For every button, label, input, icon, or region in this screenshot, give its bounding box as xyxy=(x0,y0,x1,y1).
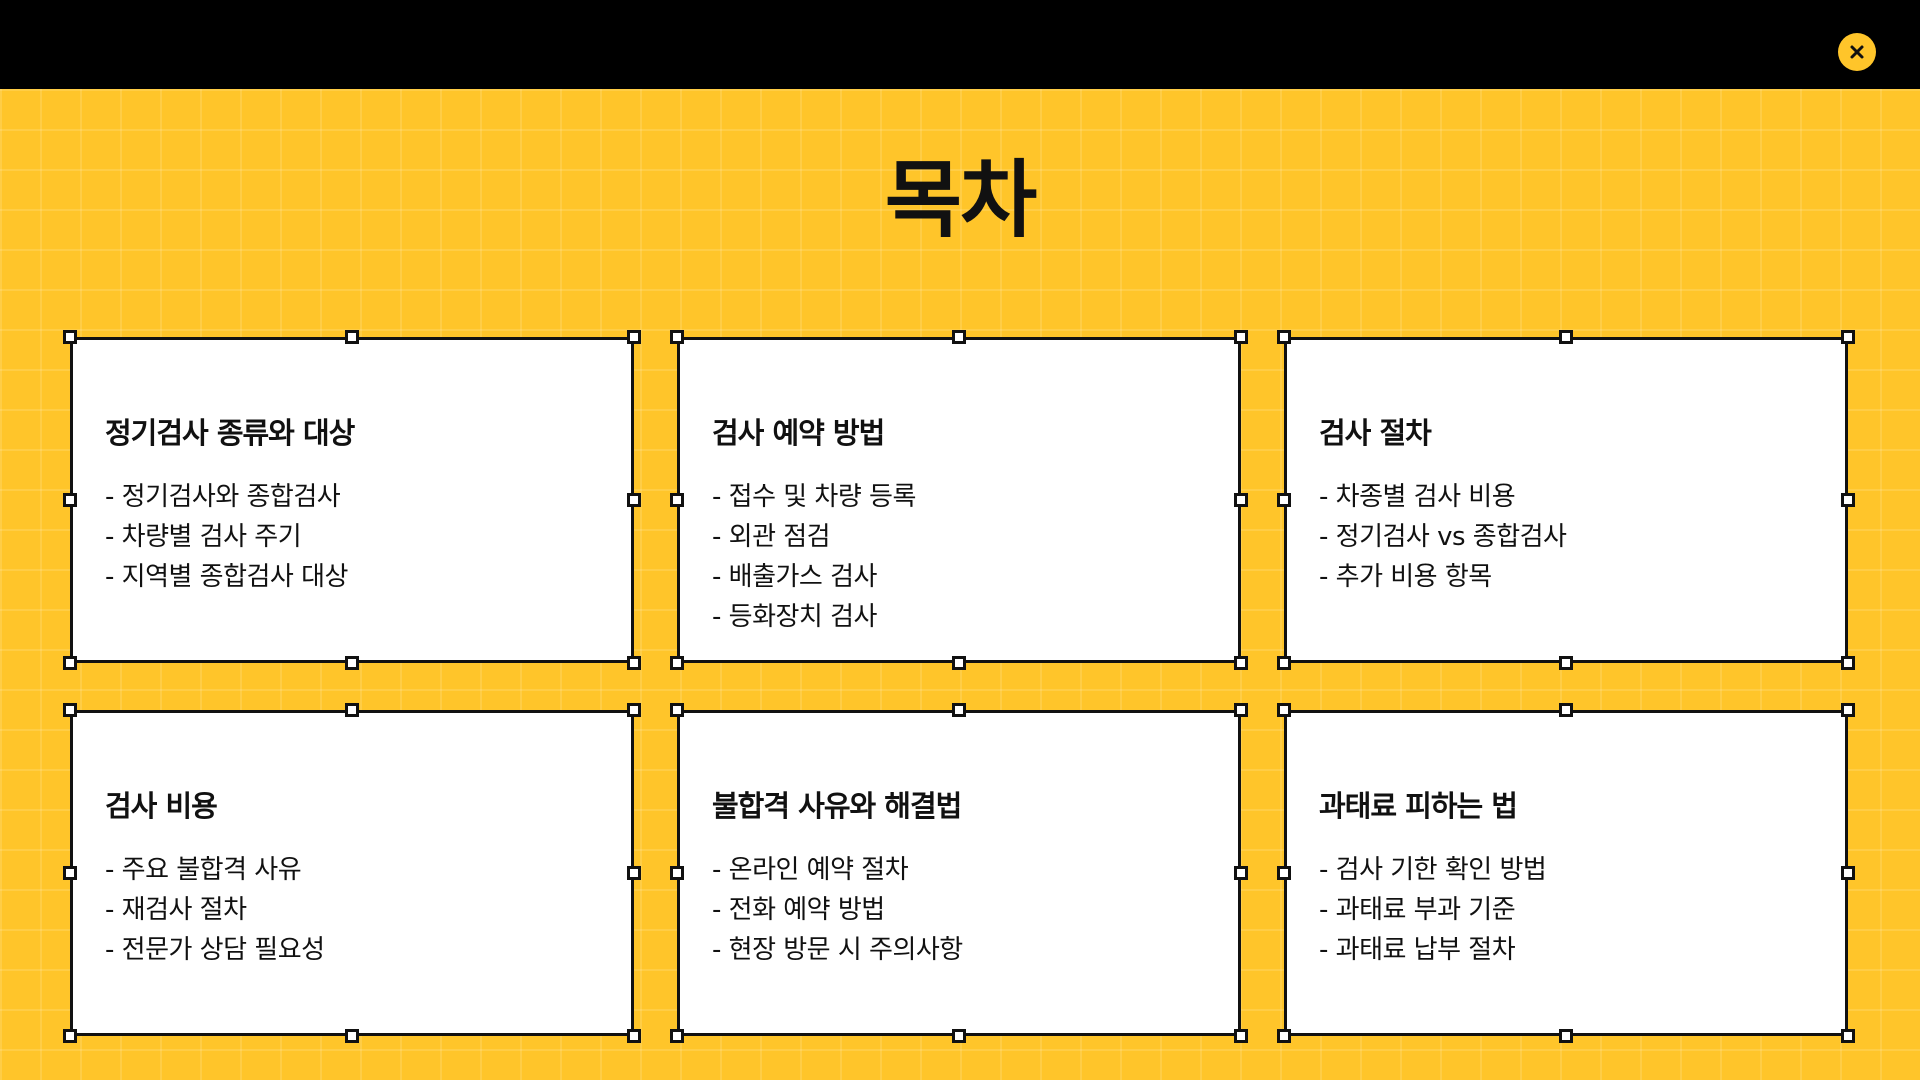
resize-handle-bottom-right[interactable] xyxy=(1234,656,1248,670)
resize-handle-top-right[interactable] xyxy=(1841,703,1855,717)
resize-handle-top[interactable] xyxy=(1559,330,1573,344)
resize-handle-right[interactable] xyxy=(1234,493,1248,507)
list-item: - 정기검사 vs 종합검사 xyxy=(1319,521,1567,552)
resize-handle-bottom-left[interactable] xyxy=(63,656,77,670)
card-list: - 주요 불합격 사유 - 재검사 절차 - 전문가 상담 필요성 xyxy=(105,850,611,970)
resize-handle-top-right[interactable] xyxy=(1841,330,1855,344)
toc-card-2[interactable]: 검사 예약 방법 - 접수 및 차량 등록 - 외관 점검 - 배출가스 검사 … xyxy=(670,330,1248,670)
resize-handle-left[interactable] xyxy=(670,493,684,507)
resize-handle-bottom[interactable] xyxy=(345,1029,359,1043)
card-list: - 차종별 검사 비용 - 정기검사 vs 종합검사 - 추가 비용 항목 xyxy=(1319,477,1825,597)
list-item: - 주요 불합격 사유 xyxy=(105,854,302,885)
resize-handle-right[interactable] xyxy=(627,493,641,507)
toc-card-1[interactable]: 정기검사 종류와 대상 - 정기검사와 종합검사 - 차량별 검사 주기 - 지… xyxy=(63,330,641,670)
card-heading: 불합격 사유와 해결법 xyxy=(712,789,962,823)
resize-handle-top-right[interactable] xyxy=(627,703,641,717)
resize-handle-right[interactable] xyxy=(1841,493,1855,507)
resize-handle-bottom[interactable] xyxy=(952,656,966,670)
resize-handle-bottom-left[interactable] xyxy=(63,1029,77,1043)
resize-handle-bottom-left[interactable] xyxy=(670,1029,684,1043)
list-item: - 과태료 납부 절차 xyxy=(1319,934,1516,965)
resize-handle-top-left[interactable] xyxy=(63,330,77,344)
list-item: - 온라인 예약 절차 xyxy=(712,854,909,885)
resize-handle-top-left[interactable] xyxy=(670,330,684,344)
page-title: 목차 xyxy=(884,151,1038,249)
list-item: - 전문가 상담 필요성 xyxy=(105,934,325,965)
list-item: - 외관 점검 xyxy=(712,521,831,552)
resize-handle-bottom-left[interactable] xyxy=(1277,656,1291,670)
top-bar xyxy=(0,0,1920,89)
card-list: - 접수 및 차량 등록 - 외관 점검 - 배출가스 검사 - 등화장치 검사 xyxy=(712,477,1218,637)
list-item: - 지역별 종합검사 대상 xyxy=(105,561,348,592)
resize-handle-top[interactable] xyxy=(345,703,359,717)
resize-handle-bottom[interactable] xyxy=(1559,1029,1573,1043)
list-item: - 추가 비용 항목 xyxy=(1319,561,1492,592)
card-list: - 검사 기한 확인 방법 - 과태료 부과 기준 - 과태료 납부 절차 xyxy=(1319,850,1825,970)
resize-handle-bottom[interactable] xyxy=(345,656,359,670)
resize-handle-top-left[interactable] xyxy=(670,703,684,717)
resize-handle-left[interactable] xyxy=(670,866,684,880)
list-item: - 등화장치 검사 xyxy=(712,601,877,632)
resize-handle-bottom-right[interactable] xyxy=(1841,1029,1855,1043)
card-heading: 검사 예약 방법 xyxy=(712,416,885,450)
card-heading: 정기검사 종류와 대상 xyxy=(105,416,355,450)
list-item: - 검사 기한 확인 방법 xyxy=(1319,854,1547,885)
resize-handle-bottom-right[interactable] xyxy=(1841,656,1855,670)
card-heading: 검사 비용 xyxy=(105,789,218,823)
resize-handle-left[interactable] xyxy=(1277,866,1291,880)
close-button[interactable] xyxy=(1838,33,1876,71)
resize-handle-top[interactable] xyxy=(952,330,966,344)
resize-handle-bottom-right[interactable] xyxy=(627,656,641,670)
resize-handle-bottom[interactable] xyxy=(952,1029,966,1043)
resize-handle-top[interactable] xyxy=(952,703,966,717)
resize-handle-bottom-right[interactable] xyxy=(1234,1029,1248,1043)
card-list: - 정기검사와 종합검사 - 차량별 검사 주기 - 지역별 종합검사 대상 xyxy=(105,477,611,597)
list-item: - 접수 및 차량 등록 xyxy=(712,481,916,512)
resize-handle-left[interactable] xyxy=(63,493,77,507)
card-heading: 검사 절차 xyxy=(1319,416,1432,450)
list-item: - 현장 방문 시 주의사항 xyxy=(712,934,963,965)
resize-handle-bottom[interactable] xyxy=(1559,656,1573,670)
toc-card-5[interactable]: 불합격 사유와 해결법 - 온라인 예약 절차 - 전화 예약 방법 - 현장 … xyxy=(670,703,1248,1043)
resize-handle-right[interactable] xyxy=(1841,866,1855,880)
list-item: - 과태료 부과 기준 xyxy=(1319,894,1516,925)
list-item: - 차종별 검사 비용 xyxy=(1319,481,1516,512)
list-item: - 전화 예약 방법 xyxy=(712,894,885,925)
list-item: - 배출가스 검사 xyxy=(712,561,877,592)
resize-handle-top[interactable] xyxy=(345,330,359,344)
resize-handle-top-left[interactable] xyxy=(63,703,77,717)
resize-handle-top-right[interactable] xyxy=(1234,330,1248,344)
resize-handle-top-right[interactable] xyxy=(1234,703,1248,717)
resize-handle-left[interactable] xyxy=(1277,493,1291,507)
card-heading: 과태료 피하는 법 xyxy=(1319,789,1518,823)
list-item: - 재검사 절차 xyxy=(105,894,247,925)
close-icon xyxy=(1850,45,1864,59)
resize-handle-top-left[interactable] xyxy=(1277,330,1291,344)
toc-card-4[interactable]: 검사 비용 - 주요 불합격 사유 - 재검사 절차 - 전문가 상담 필요성 xyxy=(63,703,641,1043)
toc-card-3[interactable]: 검사 절차 - 차종별 검사 비용 - 정기검사 vs 종합검사 - 추가 비용… xyxy=(1277,330,1855,670)
toc-card-6[interactable]: 과태료 피하는 법 - 검사 기한 확인 방법 - 과태료 부과 기준 - 과태… xyxy=(1277,703,1855,1043)
resize-handle-bottom-right[interactable] xyxy=(627,1029,641,1043)
resize-handle-left[interactable] xyxy=(63,866,77,880)
list-item: - 정기검사와 종합검사 xyxy=(105,481,341,512)
list-item: - 차량별 검사 주기 xyxy=(105,521,302,552)
resize-handle-top-right[interactable] xyxy=(627,330,641,344)
resize-handle-right[interactable] xyxy=(627,866,641,880)
resize-handle-top-left[interactable] xyxy=(1277,703,1291,717)
resize-handle-top[interactable] xyxy=(1559,703,1573,717)
card-list: - 온라인 예약 절차 - 전화 예약 방법 - 현장 방문 시 주의사항 xyxy=(712,850,1218,970)
resize-handle-right[interactable] xyxy=(1234,866,1248,880)
resize-handle-bottom-left[interactable] xyxy=(670,656,684,670)
resize-handle-bottom-left[interactable] xyxy=(1277,1029,1291,1043)
